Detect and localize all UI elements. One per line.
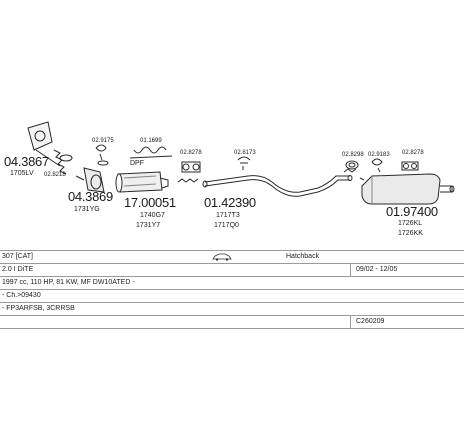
part-code-1717t3: 1717T3 <box>216 212 240 219</box>
part-code-1731yg: 1731YG <box>74 206 100 213</box>
car-body-icon <box>212 253 232 266</box>
body-type: Hatchback <box>286 253 320 260</box>
part-code-1717q0: 1717Q0 <box>214 222 239 229</box>
hanger-02-8278-right <box>401 161 419 171</box>
exhaust-system-diagram: 04.3867 1705LV 02.8218 04.3869 1731YG 02… <box>4 121 455 237</box>
catalyst-section <box>75 167 105 193</box>
part-code-1726kk: 1726KK <box>398 230 423 237</box>
clamp-02-8173 <box>237 156 251 170</box>
flex-joint <box>53 149 73 175</box>
model-name: 307 [CAT] <box>2 253 33 260</box>
vehicle-info-table: 307 [CAT] Hatchback 2.0 I DiTE 09/02 - 1… <box>0 250 464 329</box>
part-number-02-8278-right: 02.8278 <box>402 150 424 156</box>
part-number-01-97400: 01.97400 <box>386 204 438 219</box>
info-row-engine: 2.0 I DiTE 09/02 - 12/05 <box>0 264 464 277</box>
part-number-01-42390: 01.42390 <box>204 195 256 210</box>
info-row-options: - FP3ARFSB, 3CRRSB <box>0 303 464 316</box>
clamp-02-9183 <box>371 158 383 173</box>
part-code-1731y7: 1731Y7 <box>136 222 161 229</box>
part-number-02-8298: 02.8298 <box>342 152 364 158</box>
manifold-flange <box>27 121 61 167</box>
hanger-02-8278-left <box>177 161 201 183</box>
part-number-17-00051: 17.00051 <box>124 195 176 210</box>
exhaust-parts-drawing <box>27 121 455 205</box>
part-number-02-8218: 02.8218 <box>44 172 66 178</box>
option-codes: - FP3ARFSB, 3CRRSB <box>2 305 75 312</box>
production-years: 09/02 - 12/05 <box>356 266 398 273</box>
part-code-1740g7: 1740G7 <box>140 212 165 219</box>
rear-silencer <box>359 173 455 205</box>
dpf-filter <box>115 171 169 193</box>
part-number-04-3867: 04.3867 <box>4 154 49 169</box>
info-row-chassis: - Ch.>09430 <box>0 290 464 303</box>
part-number-02-8278: 02.8278 <box>180 150 202 156</box>
catalog-code: C260209 <box>356 318 385 325</box>
info-row-model: 307 [CAT] Hatchback <box>0 250 464 264</box>
dpf-label: DPF <box>130 160 144 167</box>
clamp-02-9175 <box>95 144 109 166</box>
part-number-02-9183: 02.9183 <box>368 152 390 158</box>
part-number-04-3869: 04.3869 <box>68 189 113 204</box>
engine-spec: 1997 cc, 110 HP, 81 KW, MF DW10ATED - <box>2 279 135 286</box>
part-code-1705lv: 1705LV <box>10 170 34 177</box>
part-code-1726kl: 1726KL <box>398 220 423 227</box>
info-row-code: C260209 <box>0 316 464 329</box>
part-number-02-9175: 02.9175 <box>92 138 114 144</box>
part-number-02-8173: 02.8173 <box>234 150 256 156</box>
engine-name: 2.0 I DiTE <box>2 266 34 273</box>
seal-02-8298 <box>343 160 359 173</box>
rod-01-1699 <box>129 146 173 159</box>
middle-pipe <box>202 175 353 197</box>
chassis-range: - Ch.>09430 <box>2 292 41 299</box>
part-number-01-1699: 01.1699 <box>140 138 162 144</box>
info-row-spec: 1997 cc, 110 HP, 81 KW, MF DW10ATED - <box>0 277 464 290</box>
